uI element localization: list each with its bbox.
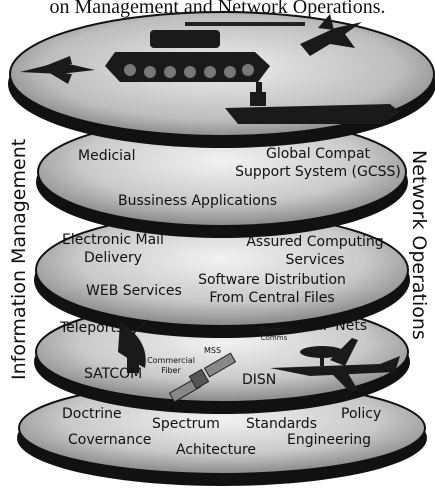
gcss-label-line1: Global Compat [265, 146, 371, 162]
wireless-comms-label-line2: Comms [260, 334, 288, 342]
medical-label: Medicial [78, 148, 136, 164]
wireless-comms-label-line1: Wireless [259, 326, 289, 334]
assured-computing-label-line2: Services [285, 252, 345, 268]
assured-computing-label-line1: Assured Computing [246, 234, 384, 250]
information-management-label: Information Management [8, 138, 30, 380]
commercial-fiber-label-line1: Commercial [147, 356, 195, 365]
satcom-label: SATCOM [84, 366, 143, 382]
applications-layer [36, 117, 408, 238]
gcss-label-line2: Support System (GCSS) [235, 164, 401, 180]
tank-icon [105, 22, 305, 82]
web-services-label: WEB Services [86, 283, 182, 299]
commercial-fiber-label-line2: Fiber [161, 366, 181, 375]
mss-label: MSS [204, 346, 222, 355]
spectrum-label: Spectrum [152, 416, 220, 432]
software-distribution-label-line2: From Central Files [209, 290, 335, 306]
aircraft-carrier-icon [225, 82, 400, 124]
network-operations-label: Network Operations [408, 150, 430, 340]
fighter-jet-icon [20, 56, 95, 84]
fighter-jet-icon [300, 14, 362, 56]
policy-label: Policy [341, 406, 382, 422]
standards-label: Standards [246, 416, 317, 432]
engineering-label: Engineering [287, 432, 371, 448]
teleports-label: Teleports [60, 320, 124, 336]
satellite-icon [168, 352, 237, 403]
services-layer [34, 213, 410, 338]
email-label-line2: Delivery [83, 250, 143, 266]
doctrine-label: Doctrine [62, 406, 122, 422]
email-label-line1: Electronic Mail [62, 232, 164, 248]
architecture-label: Achitecture [176, 442, 257, 458]
awacs-aircraft-icon [270, 338, 400, 392]
rf-nets-label: RF Nets [313, 318, 368, 334]
software-distribution-label-line1: Software Distribution [198, 272, 346, 288]
business-applications-label: Bussiness Applications [118, 193, 277, 209]
satellite-dish-icon [118, 319, 149, 373]
governance-label: Covernance [68, 432, 152, 448]
top-caption: on Management and Network Operations. [49, 0, 386, 18]
disn-label: DISN [242, 372, 277, 388]
